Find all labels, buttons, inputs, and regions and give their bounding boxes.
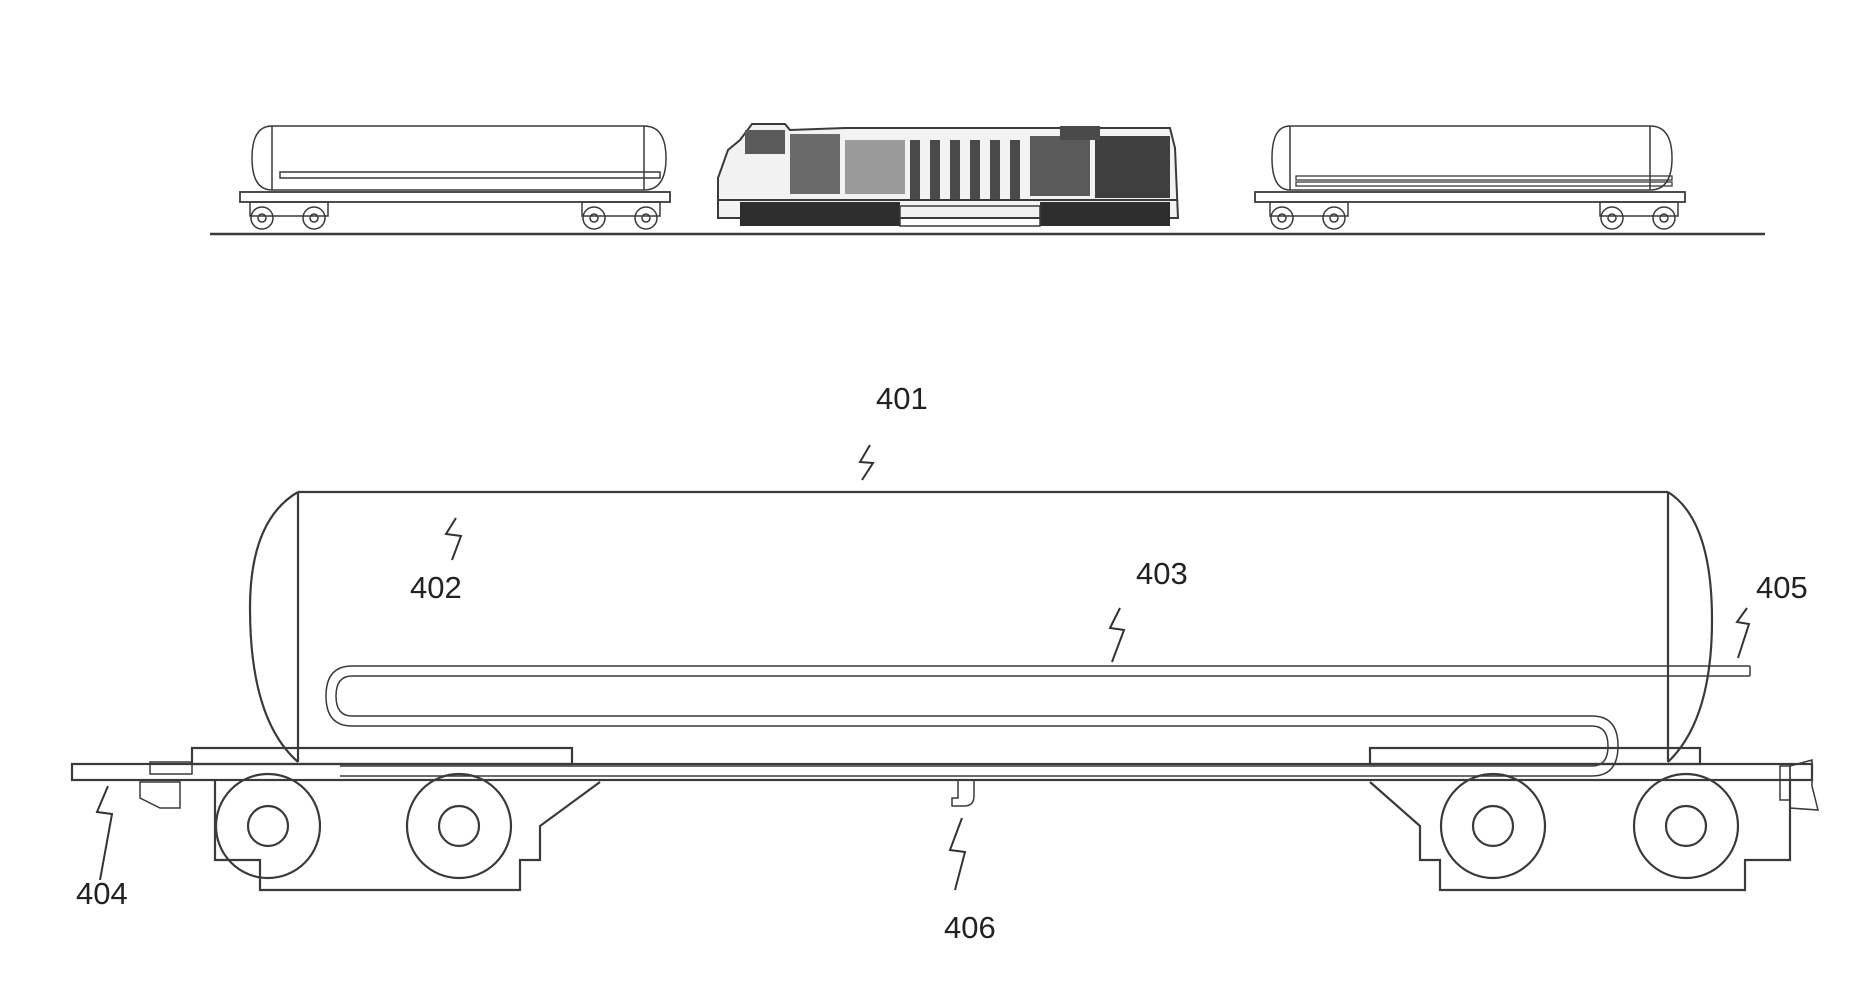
train-overview [210, 124, 1765, 234]
right-tank-car-small [1255, 126, 1685, 229]
label-406: 406 [944, 910, 996, 945]
leader-402 [446, 518, 461, 560]
heating-coil [326, 666, 1750, 776]
couplers [140, 760, 1818, 810]
leader-401 [860, 445, 873, 480]
tank-car-detail: 401 402 403 405 404 406 [72, 381, 1818, 945]
wheels [216, 774, 1738, 878]
label-404: 404 [76, 876, 128, 911]
label-401: 401 [876, 381, 928, 416]
wheel [1634, 774, 1738, 878]
leader-403 [1110, 608, 1124, 662]
drain-valve [952, 780, 974, 806]
label-403: 403 [1136, 556, 1188, 591]
locomotive [718, 124, 1178, 226]
underframe [72, 748, 1812, 890]
left-tank-car-small [240, 126, 670, 229]
leader-405 [1737, 608, 1749, 658]
label-402: 402 [410, 570, 462, 605]
leader-406 [950, 818, 965, 890]
wheel [1441, 774, 1545, 878]
label-405: 405 [1756, 570, 1808, 605]
leader-404 [97, 786, 112, 880]
tank-body [250, 492, 1712, 762]
wheel [407, 774, 511, 878]
wheel [216, 774, 320, 878]
